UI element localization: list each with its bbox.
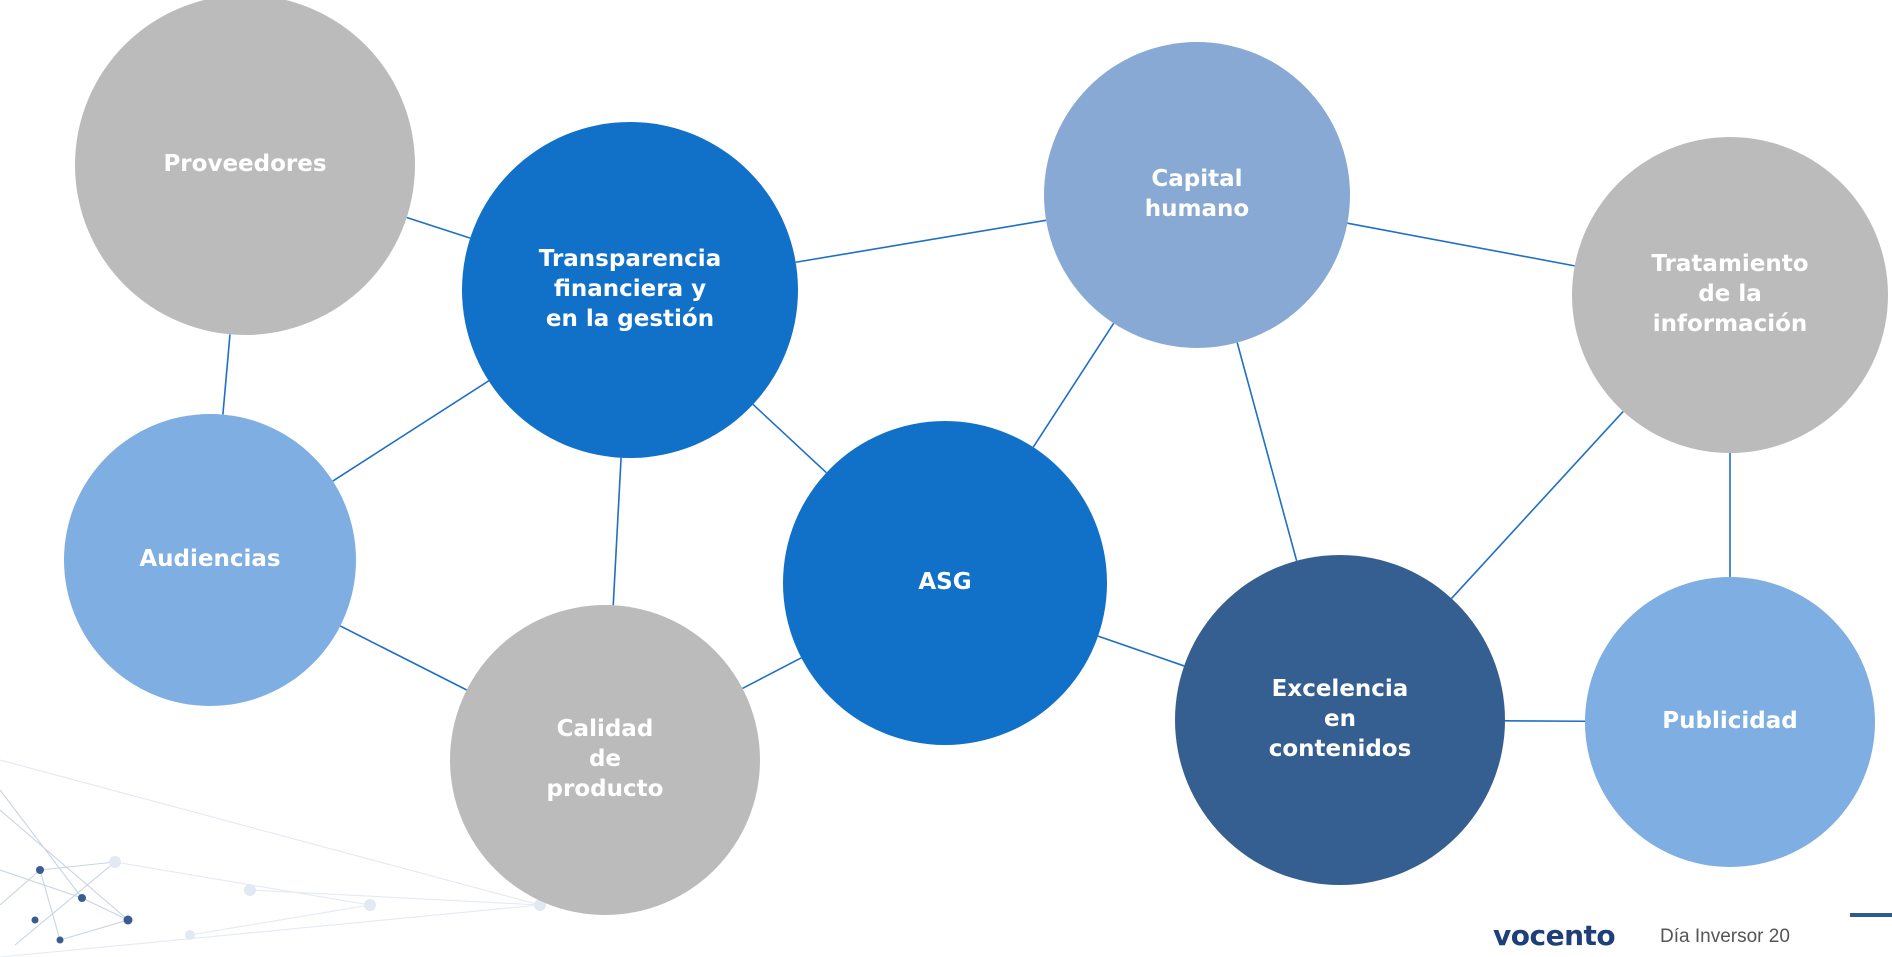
edge-transparencia-capital-humano xyxy=(795,219,1047,264)
decoration-dot xyxy=(185,930,195,940)
node-label: Transparencia financiera y en la gestión xyxy=(538,246,722,332)
decoration-dot xyxy=(109,856,121,868)
decoration-line xyxy=(114,861,371,906)
node-transparencia: Transparencia financiera y en la gestión xyxy=(462,122,798,458)
node-label: Proveedores xyxy=(163,151,327,178)
edge-transparencia-audiencias xyxy=(332,380,490,482)
node-calidad: Calidad de producto xyxy=(450,605,760,915)
edge-excelencia-tratamiento xyxy=(1450,410,1624,599)
node-label: Audiencias xyxy=(139,546,281,573)
node-label: Tratamiento de la información xyxy=(1651,251,1809,337)
decoration-line xyxy=(81,897,129,921)
decoration-line xyxy=(189,904,371,936)
node-label: ASG xyxy=(918,569,972,596)
node-label: Capital humano xyxy=(1144,166,1250,222)
decoration-dot xyxy=(31,916,39,924)
edge-proveedores-transparencia xyxy=(406,216,471,239)
decoration-line xyxy=(0,809,129,921)
decoration-line xyxy=(0,789,83,899)
decoration-line xyxy=(0,759,541,906)
node-publicidad: Publicidad xyxy=(1585,577,1875,867)
decoration-dot xyxy=(78,894,86,902)
edge-capital-humano-tratamiento xyxy=(1347,222,1575,267)
edge-capital-humano-asg xyxy=(1032,322,1115,448)
edge-asg-excelencia xyxy=(1097,635,1185,667)
edge-transparencia-calidad xyxy=(612,457,622,606)
decoration-dot xyxy=(123,915,133,925)
node-label: Calidad de producto xyxy=(546,716,664,802)
node-capital-humano: Capital humano xyxy=(1044,42,1350,348)
node-tratamiento: Tratamiento de la información xyxy=(1572,137,1888,453)
node-label: Excelencia en contenidos xyxy=(1268,676,1412,762)
decoration-line xyxy=(0,869,83,899)
node-proveedores: Proveedores xyxy=(75,0,415,335)
edge-calidad-asg xyxy=(742,657,802,690)
decoration-dot xyxy=(364,899,376,911)
edge-transparencia-asg xyxy=(752,403,827,474)
decoration-line xyxy=(0,869,41,906)
decoration-line xyxy=(39,869,61,941)
decoration-line xyxy=(39,861,116,871)
decoration-dot xyxy=(36,866,44,874)
decoration-line xyxy=(14,861,116,946)
decoration-line xyxy=(59,919,129,941)
decoration-dot xyxy=(244,884,256,896)
node-asg: ASG xyxy=(783,421,1107,745)
footer-caption: Día Inversor 20 xyxy=(1660,926,1790,947)
edge-capital-humano-excelencia xyxy=(1236,342,1298,562)
edge-proveedores-audiencias xyxy=(222,334,231,415)
decoration-line xyxy=(0,904,541,957)
network-decoration xyxy=(0,759,546,957)
node-audiencias: Audiencias xyxy=(64,414,356,706)
node-label: Publicidad xyxy=(1662,708,1798,735)
edge-audiencias-calidad xyxy=(339,625,468,691)
vocento-logo: vocento xyxy=(1493,919,1616,952)
footer-accent-bar xyxy=(1850,913,1892,917)
node-excelencia: Excelencia en contenidos xyxy=(1175,555,1505,885)
edge-group xyxy=(222,216,1731,723)
decoration-dot xyxy=(56,936,64,944)
decoration-line xyxy=(249,889,541,906)
